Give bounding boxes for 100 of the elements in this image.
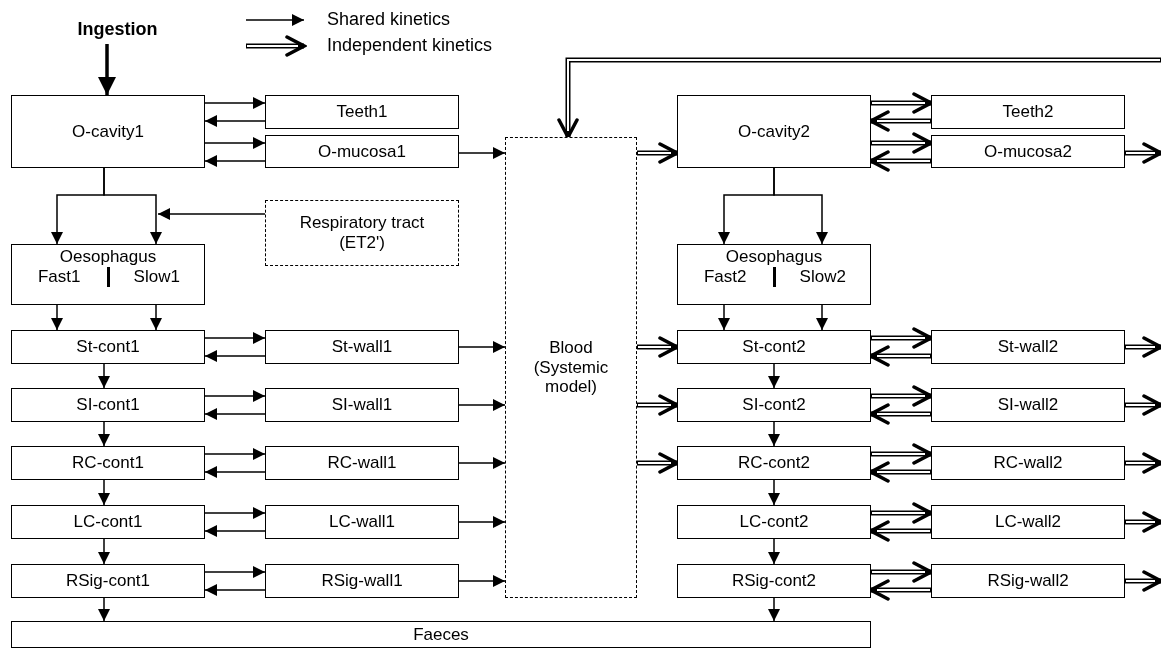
double-line-arrow [869,345,931,367]
dashed-box [505,137,637,598]
box-label: RC-wall1 [327,453,397,473]
compartment-box [265,446,459,480]
box-label: RSig-wall2 [987,571,1069,591]
dashed-box [265,200,459,266]
box-label: LC-cont2 [739,512,809,532]
compartment-box [11,244,205,305]
box-label: Fast2 [703,266,748,287]
double-line-arrow [871,92,933,114]
box-label: RC-cont1 [72,453,144,473]
arrow [204,155,266,167]
arrow [150,304,162,331]
arrow [204,390,266,402]
double-line-arrow [869,461,931,483]
arrow [98,421,110,447]
double-line-arrow [869,520,931,542]
compartment-box [265,95,459,129]
compartment-box [931,388,1125,422]
arrow [157,208,266,220]
box-label: Teeth2 [1002,102,1054,122]
box-label: St-wall1 [331,337,393,357]
double-line-arrow [871,443,933,465]
arrow [458,457,506,469]
arrow [768,479,780,506]
compartment-box [265,505,459,539]
arrow [204,408,266,420]
arrow [98,44,116,95]
arrow [768,597,780,622]
compartment-box [11,621,871,648]
compartment-box [11,446,205,480]
compartment-box [11,564,205,598]
compartment-box [931,330,1125,364]
arrow [98,538,110,565]
legend-label: Independent kinetics [327,35,493,56]
compartment-box [677,505,871,539]
arrow [51,304,63,331]
arrow [204,350,266,362]
double-line-arrow [1125,336,1161,358]
box-label: RSig-wall1 [321,571,403,591]
box-label: SI-wall1 [331,395,393,415]
double-line-arrow [637,394,679,416]
compartment-box [931,135,1125,168]
arrow [458,341,506,353]
arrow [768,363,780,389]
box-label: St-cont1 [76,337,140,357]
arrow [768,421,780,447]
double-line-arrow [1125,511,1161,533]
box-label: LC-wall2 [994,512,1062,532]
double-line-arrow [1125,394,1161,416]
legend-label: Shared kinetics [327,9,451,30]
double-line-arrow [557,57,1161,139]
box-label: RC-wall2 [993,453,1063,473]
arrow [458,575,506,587]
arrow [816,304,828,331]
arrow [458,516,506,528]
compartment-box [931,446,1125,480]
compartment-box [11,505,205,539]
input-label: Ingestion [70,14,165,44]
arrow [98,597,110,622]
double-line-arrow [869,579,931,601]
arrow [204,115,266,127]
arrow [204,507,266,519]
arrow [204,566,266,578]
compartment-box [265,135,459,168]
compartment-box [677,244,871,305]
compartment-box [677,564,871,598]
double-line-arrow [637,336,679,358]
compartment-box [265,330,459,364]
compartment-box [677,330,871,364]
box-label: RSig-cont1 [65,571,151,591]
double-line-arrow [637,142,679,164]
compartment-box [677,388,871,422]
arrow [204,137,266,149]
box-label: Slow1 [132,266,181,287]
double-line-arrow [871,561,933,583]
double-line-arrow [869,150,931,172]
arrow [458,147,506,159]
box-label: Slow2 [798,266,847,287]
arrow [103,167,162,245]
double-line-arrow [869,403,931,425]
box-label: SI-cont2 [742,395,806,415]
compartment-box [265,564,459,598]
box-label: LC-wall1 [328,512,396,532]
compartment-box [931,505,1125,539]
compartment-box [931,95,1125,129]
compartment-box [931,564,1125,598]
double-line-arrow [1125,452,1161,474]
compartment-box [11,330,205,364]
box-label: SI-wall2 [997,395,1059,415]
double-line-arrow [869,110,931,132]
compartment-box [265,388,459,422]
box-label: Respiratory tract (ET2') [298,213,426,253]
double-line-arrow [871,132,933,154]
compartment-box [11,388,205,422]
box-label: O-cavity2 [738,121,810,142]
box-label: Blood (Systemic model) [532,338,610,397]
box-label: SI-cont1 [76,395,140,415]
box-label: St-wall2 [997,337,1059,357]
arrow [204,584,266,596]
